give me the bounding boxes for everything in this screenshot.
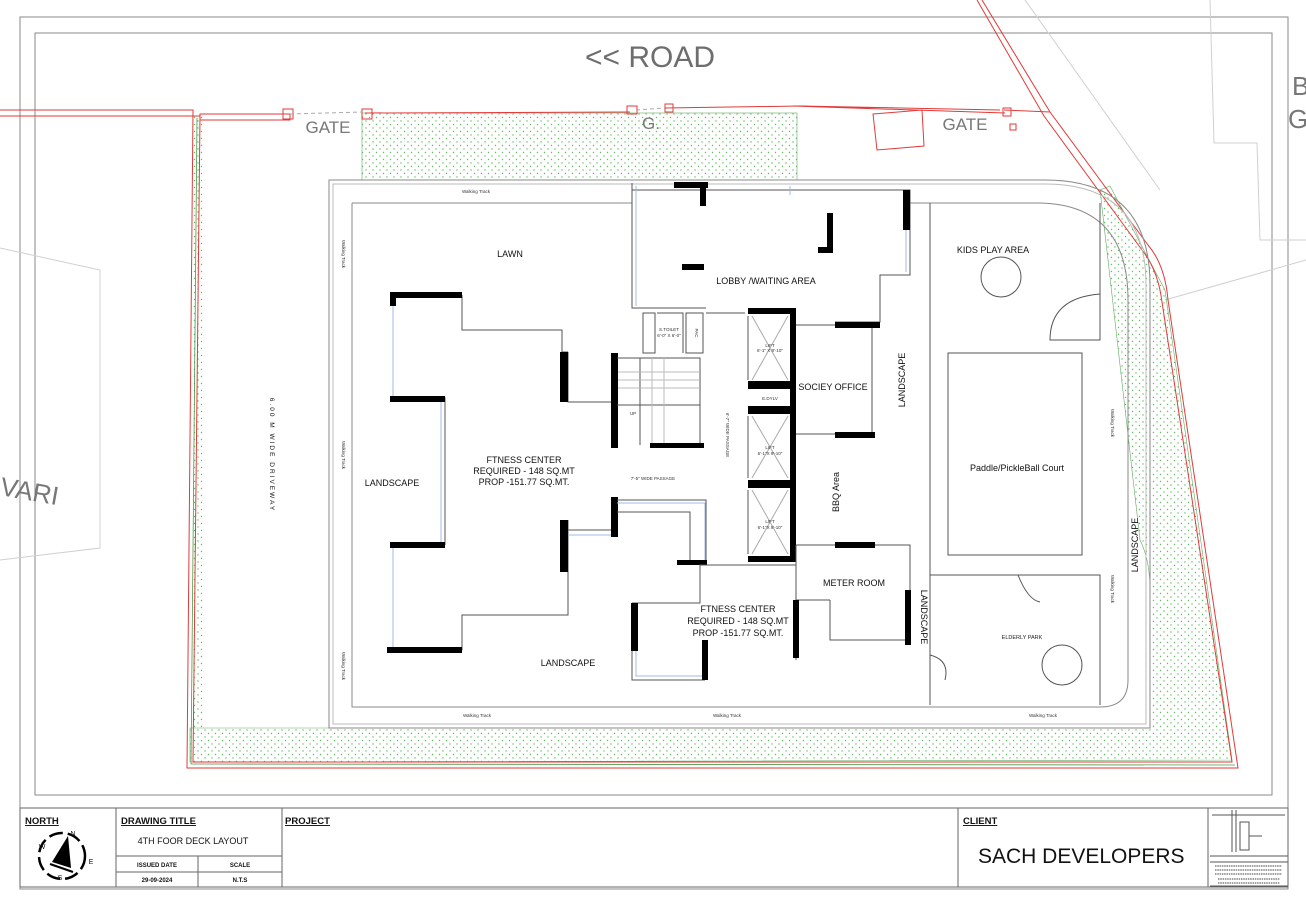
toilet-label: S.TOILET bbox=[659, 327, 679, 332]
compass-s: S bbox=[58, 875, 63, 882]
bbq-label: BBQ Area bbox=[831, 472, 841, 512]
fitness1-provided: PROP -151.77 SQ.MT. bbox=[479, 477, 570, 487]
court-label: Paddle/PickleBall Court bbox=[970, 463, 1065, 473]
walking-track-label: Walking Track bbox=[1029, 713, 1058, 718]
gate-label-center: G. bbox=[642, 114, 660, 133]
landscape-meter-label: LANDSCAPE bbox=[919, 590, 929, 645]
lift2-size: 6'-1"X 9'-10" bbox=[758, 451, 783, 456]
sheet-outer-frame bbox=[19, 16, 1289, 890]
fitness1-required: REQUIRED - 148 SQ.MT bbox=[473, 466, 575, 476]
lift1-size: 6'-1" X 8'-10" bbox=[757, 348, 783, 353]
passage-vertical-label: 6'-7" WIDE PASSAGE bbox=[725, 413, 730, 457]
walking-track-label: Walking Track bbox=[341, 441, 346, 470]
project-heading: PROJECT bbox=[285, 816, 330, 827]
lobby-walls bbox=[631, 182, 911, 323]
fitness2-provided: PROP -151.77 SQ.MT. bbox=[693, 628, 784, 638]
compass-n: N bbox=[70, 831, 75, 838]
lift2-label: LIFT bbox=[765, 445, 775, 450]
lobby-label: LOBBY /WAITING AREA bbox=[716, 276, 816, 286]
north-arrow-icon: N S E W bbox=[37, 831, 94, 882]
landscape-office-label: LANDSCAPE bbox=[897, 353, 907, 408]
kids-play-label: KIDS PLAY AREA bbox=[957, 245, 1029, 255]
fitness2-required: REQUIRED - 148 SQ.MT bbox=[687, 616, 789, 626]
walking-track-label: Walking Track bbox=[1110, 409, 1115, 438]
road-label: << ROAD bbox=[585, 41, 715, 74]
walking-track-label: Walking Track bbox=[341, 240, 346, 269]
issued-date: 29-09-2024 bbox=[142, 878, 173, 884]
sheet-inner-frame bbox=[34, 32, 1273, 796]
walking-track-label: Walking Track bbox=[463, 713, 492, 718]
gate-label-west: GATE bbox=[305, 118, 350, 137]
lawn-label: LAWN bbox=[497, 249, 523, 259]
edylv-label: E.DYLV bbox=[762, 396, 778, 401]
fitness1-title: FTNESS CENTER bbox=[486, 455, 562, 465]
society-office-label: SOCIEY OFFICE bbox=[798, 382, 867, 392]
office-meter-walls bbox=[793, 322, 911, 660]
deck-outline bbox=[328, 179, 1151, 729]
walking-track-label: Walking Track bbox=[713, 713, 742, 718]
client-heading: CLIENT bbox=[963, 816, 998, 827]
toilet-size: 6'-0" X 6'-0" bbox=[657, 333, 681, 338]
recreation-area bbox=[929, 203, 1101, 705]
drawing-title: 4TH FOOR DECK LAYOUT bbox=[138, 836, 249, 846]
lift3-label: LIFT bbox=[765, 519, 775, 524]
edge-fragment-b: B bbox=[1292, 71, 1306, 101]
adjacent-road-fragment: VARI bbox=[0, 471, 61, 511]
landscape-south-label: LANDSCAPE bbox=[541, 658, 596, 668]
client-name: SACH DEVELOPERS bbox=[978, 845, 1185, 868]
landscape-hatch bbox=[189, 112, 1233, 763]
walking-track-label: Walking Track bbox=[341, 652, 346, 681]
walking-track-label: Walking Track bbox=[1110, 575, 1115, 604]
compass-w: W bbox=[39, 844, 46, 851]
lift1-label: LIFT bbox=[765, 343, 775, 348]
compass-e: E bbox=[89, 859, 94, 866]
driveway-label: 6.00 M WIDE DRIVEWAY bbox=[268, 398, 275, 512]
scale-value: N.T.S bbox=[233, 878, 248, 884]
gate-label-east: GATE bbox=[942, 115, 987, 134]
landscape-west-label: LANDSCAPE bbox=[365, 478, 420, 488]
edge-fragment-g: G bbox=[1288, 104, 1306, 134]
lift3-size: 6'-1"X 9'-10" bbox=[758, 525, 783, 530]
scale-label: SCALE bbox=[230, 863, 250, 869]
title-block: NORTH N S E W DRAWING TITLE 4TH FOOR DEC… bbox=[19, 807, 1289, 888]
stair-up-label: UP bbox=[630, 411, 636, 416]
fitness-center-west-walls bbox=[387, 292, 618, 653]
landscape-east-label: LANDSCAPE bbox=[1130, 518, 1140, 573]
neighbor-plot-lines bbox=[0, 0, 1306, 561]
elderly-park-label: ELDERLY PARK bbox=[1002, 635, 1043, 641]
fitness-center-east-walls bbox=[631, 564, 796, 681]
passage-horizontal-label: 7'-5" WIDE PASSAGE bbox=[631, 476, 675, 481]
walking-track-label: Walking Track bbox=[462, 189, 491, 194]
drawing-title-heading: DRAWING TITLE bbox=[121, 816, 196, 827]
north-heading: NORTH bbox=[25, 816, 59, 827]
fitness2-title: FTNESS CENTER bbox=[700, 604, 776, 614]
meter-room-label: METER ROOM bbox=[823, 578, 885, 588]
pac-label: PAC bbox=[694, 329, 699, 339]
core-walls bbox=[617, 308, 880, 565]
issued-date-label: ISSUED DATE bbox=[137, 863, 177, 869]
architect-logo bbox=[1210, 810, 1288, 887]
walking-track-inner bbox=[351, 202, 1129, 708]
